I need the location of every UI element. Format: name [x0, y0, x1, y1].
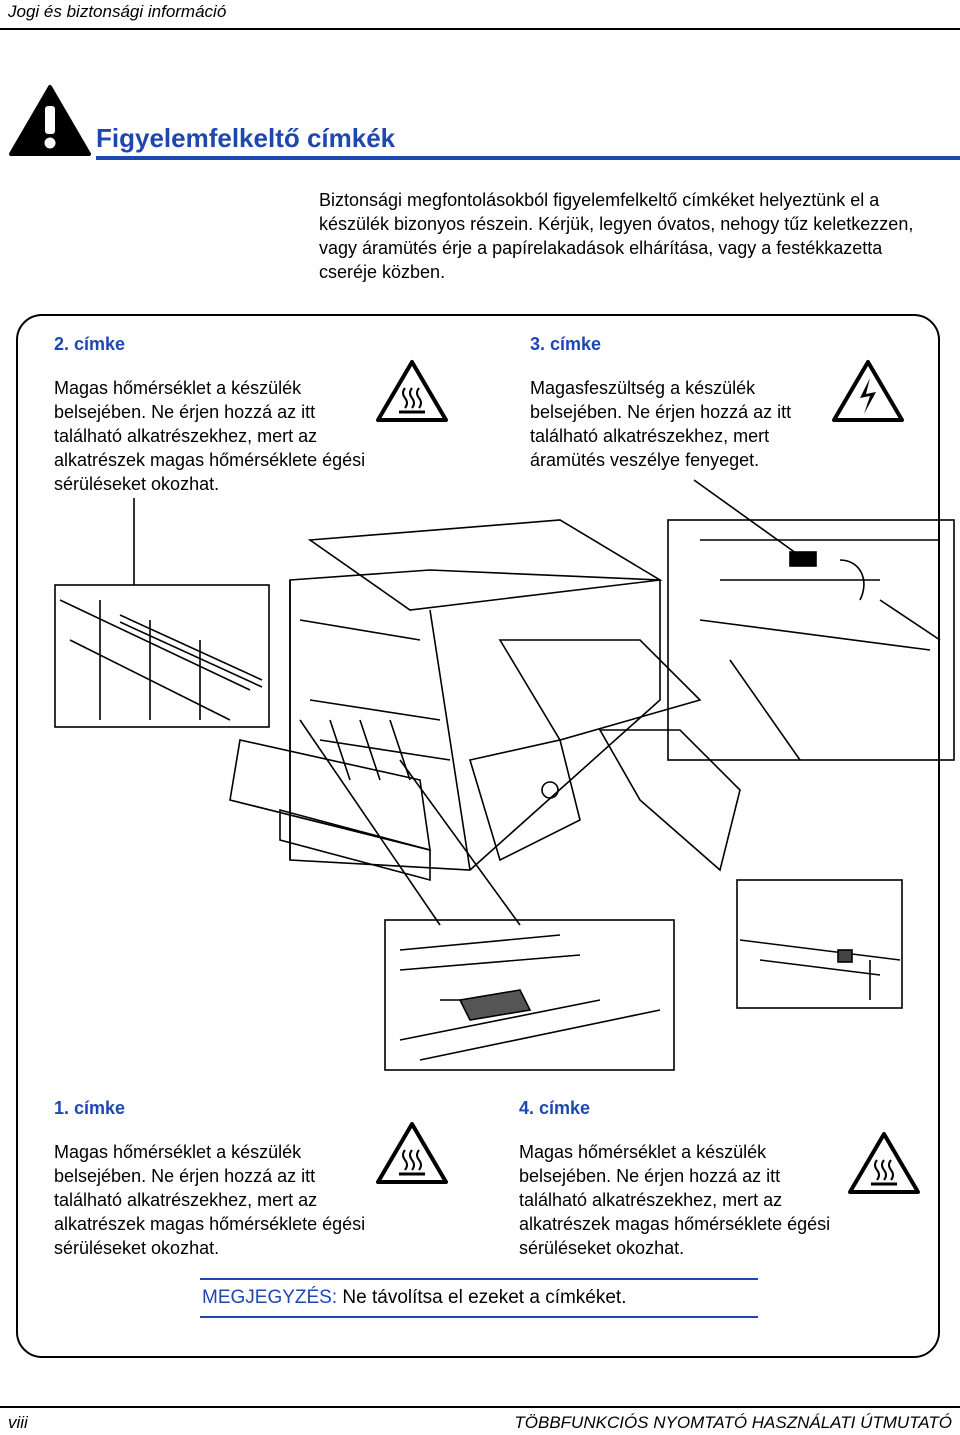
- intro-line: vagy áramütés érje a papírelakadások elh…: [319, 238, 883, 258]
- label-2-text: Magas hőmérséklet a készülék belsejében.…: [54, 376, 404, 496]
- label-2-line: Magas hőmérséklet a készülék: [54, 378, 302, 398]
- label-4-line: sérüléseket okozhat.: [519, 1238, 685, 1258]
- label-4-title: 4. címke: [519, 1098, 591, 1118]
- labels-panel: [16, 314, 940, 1358]
- manual-title: TÖBBFUNKCIÓS NYOMTATÓ HASZNÁLATI ÚTMUTAT…: [514, 1413, 952, 1432]
- label-2-line: alkatrészek magas hőmérséklete égési: [54, 450, 366, 470]
- high-voltage-warning-icon: [832, 360, 904, 422]
- section-header: Jogi és biztonsági információ: [8, 2, 227, 21]
- note-keyword: MEGJEGYZÉS:: [202, 1287, 338, 1308]
- page-title: Figyelemfelkeltő címkék: [96, 123, 396, 153]
- intro-paragraph: Biztonsági megfontolásokból figyelemfelk…: [319, 188, 949, 284]
- hot-surface-warning-icon: [848, 1132, 920, 1194]
- label-1-line: belsejében. Ne érjen hozzá az itt: [54, 1166, 316, 1186]
- title-underline: [96, 156, 960, 160]
- label-4-text: Magas hőmérséklet a készülék belsejében.…: [519, 1140, 879, 1260]
- label-2-line: található alkatrészekhez, mert az: [54, 426, 318, 446]
- label-3-line: belsejében. Ne érjen hozzá az itt: [530, 402, 792, 422]
- header-divider: [0, 28, 960, 30]
- label-1-line: található alkatrészekhez, mert az: [54, 1190, 318, 1210]
- label-4-line: alkatrészek magas hőmérséklete égési: [519, 1214, 831, 1234]
- label-1-line: alkatrészek magas hőmérséklete égési: [54, 1214, 366, 1234]
- note-rule-bottom: [200, 1316, 758, 1318]
- label-4-line: Magas hőmérséklet a készülék: [519, 1142, 767, 1162]
- label-3-line: áramütés veszélye fenyeget.: [530, 450, 760, 470]
- note-text: Ne távolítsa el ezeket a címkéket.: [337, 1287, 627, 1308]
- label-4-line: található alkatrészekhez, mert az: [519, 1190, 783, 1210]
- warning-triangle-icon: [9, 85, 91, 156]
- intro-line: készülék bizonyos részein. Kérjük, legye…: [319, 214, 914, 234]
- label-3-line: található alkatrészekhez, mert: [530, 426, 770, 446]
- page-number: viii: [8, 1413, 28, 1432]
- label-3-title: 3. címke: [530, 334, 602, 354]
- label-1-text: Magas hőmérséklet a készülék belsejében.…: [54, 1140, 404, 1260]
- hot-surface-warning-icon: [376, 1122, 448, 1184]
- label-2-line: belsejében. Ne érjen hozzá az itt: [54, 402, 316, 422]
- label-2-title: 2. címke: [54, 334, 126, 354]
- note: MEGJEGYZÉS: Ne távolítsa el ezeket a cím…: [202, 1287, 627, 1309]
- label-1-title: 1. címke: [54, 1098, 126, 1118]
- hot-surface-warning-icon: [376, 360, 448, 422]
- label-1-line: sérüléseket okozhat.: [54, 1238, 220, 1258]
- label-3-text: Magasfeszültség a készülék belsejében. N…: [530, 376, 850, 472]
- note-rule-top: [200, 1278, 758, 1280]
- intro-line: Biztonsági megfontolásokból figyelemfelk…: [319, 190, 880, 210]
- label-2-line: sérüléseket okozhat.: [54, 474, 220, 494]
- label-4-line: belsejében. Ne érjen hozzá az itt: [519, 1166, 781, 1186]
- label-3-line: Magasfeszültség a készülék: [530, 378, 756, 398]
- label-1-line: Magas hőmérséklet a készülék: [54, 1142, 302, 1162]
- intro-line: cseréje közben.: [319, 262, 446, 282]
- footer-divider: [0, 1406, 960, 1408]
